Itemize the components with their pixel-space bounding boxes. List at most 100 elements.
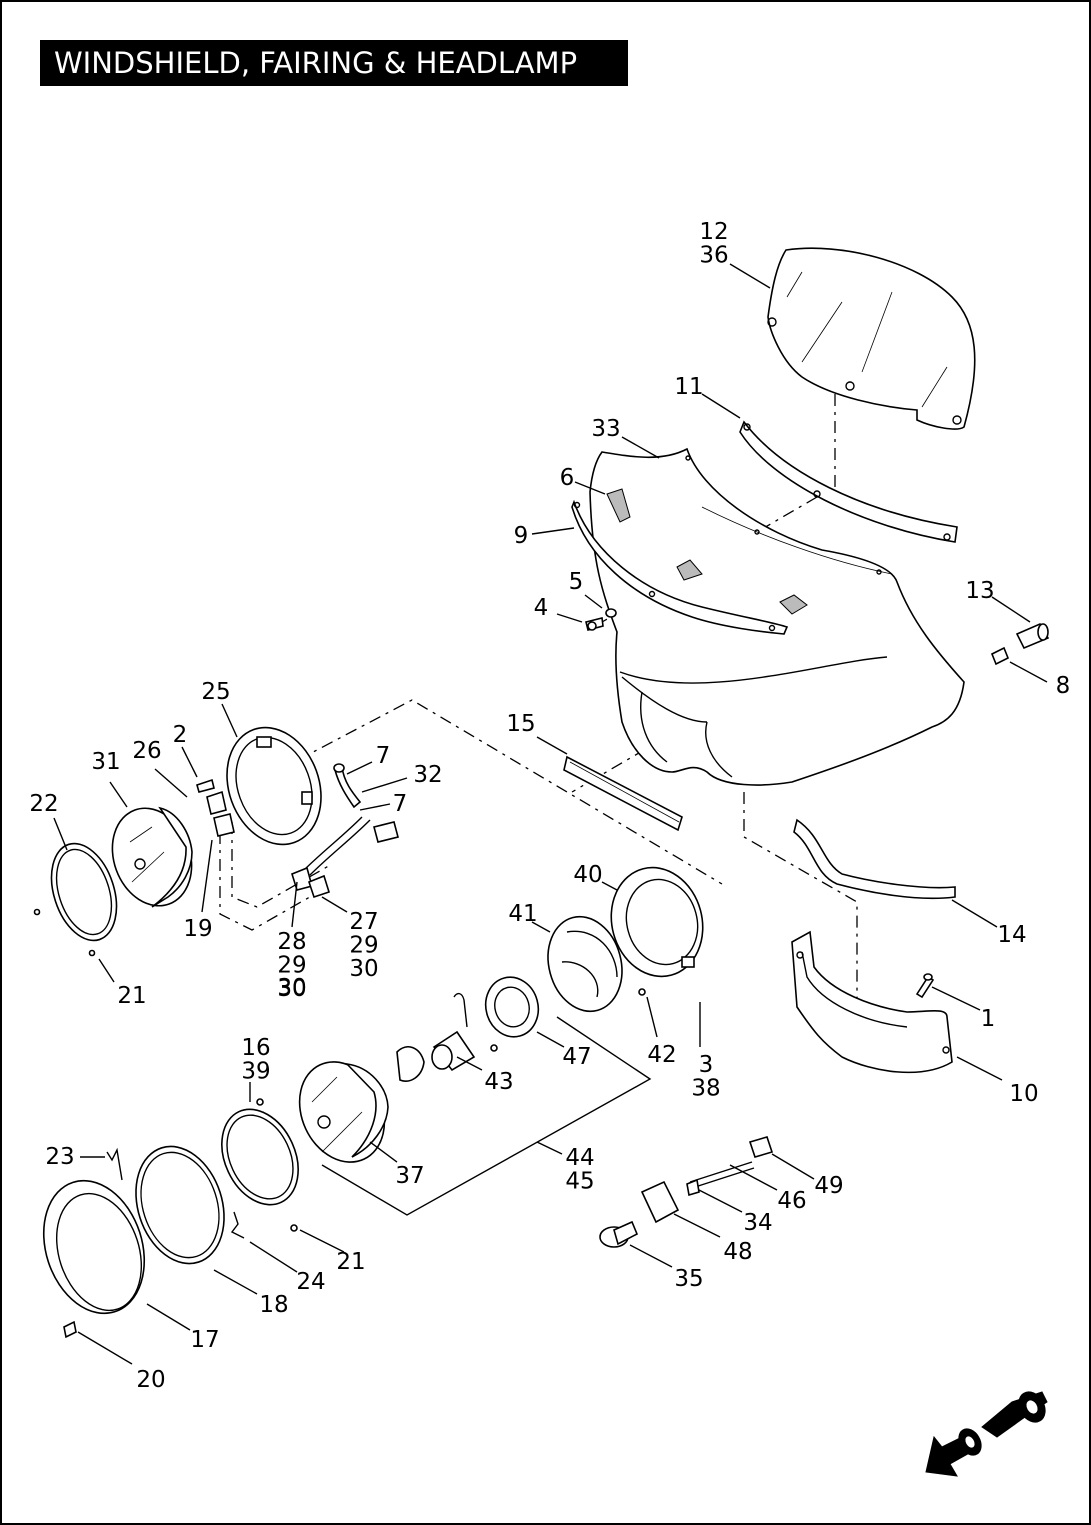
- callout-number: 10: [1009, 1081, 1038, 1107]
- callout-number: 25: [201, 679, 230, 705]
- callout-number: 14: [997, 922, 1026, 948]
- callout-number: 36: [699, 243, 728, 269]
- callout-number: 2: [173, 722, 188, 748]
- sealed-beam-lamp-37: [298, 1061, 389, 1163]
- callout-number: 3: [699, 1052, 714, 1078]
- callout-c7a: 7: [376, 743, 391, 769]
- callout-c22: 22: [29, 791, 58, 817]
- callout-number: 18: [259, 1292, 288, 1318]
- callout-c31: 31: [91, 749, 120, 775]
- callout-c23: 23: [45, 1144, 74, 1170]
- callout-c26: 26: [132, 738, 161, 764]
- callout-number: 9: [514, 523, 529, 549]
- callout-number: 8: [1056, 673, 1071, 699]
- callout-c15: 15: [506, 711, 535, 737]
- callout-number: 12: [699, 219, 728, 245]
- callout-c24: 24: [296, 1269, 325, 1295]
- callout-c43: 43: [484, 1069, 513, 1095]
- callout-c18: 18: [259, 1292, 288, 1318]
- callout-c33: 33: [591, 416, 620, 442]
- lower-cover: [791, 930, 953, 1074]
- callout-number: 33: [591, 416, 620, 442]
- callout-c2: 2: [173, 722, 188, 748]
- callout-number: 17: [190, 1327, 219, 1353]
- callout-number: 19: [183, 916, 212, 942]
- callout-number: 31: [91, 749, 120, 775]
- callout-c46: 46: [777, 1188, 806, 1214]
- mounting-ring-16: [221, 1098, 299, 1232]
- callout-number: 20: [136, 1367, 165, 1393]
- headlamp-bulb-connector: [196, 778, 235, 837]
- headlamp-retaining-ring-22: [33, 842, 118, 957]
- callout-c40: 40: [573, 862, 602, 888]
- callout-number: 28: [277, 929, 306, 955]
- callout-number: 13: [965, 578, 994, 604]
- callout-c42: 42: [647, 1042, 676, 1068]
- support-bracket: [793, 818, 956, 900]
- callout-number: 40: [573, 862, 602, 888]
- callout-c14: 14: [997, 922, 1026, 948]
- callout-c1: 1: [981, 1006, 996, 1032]
- callout-c20: 20: [136, 1367, 165, 1393]
- callout-number: 21: [336, 1249, 365, 1275]
- callout-number: 5: [569, 569, 584, 595]
- callout-c5: 5: [569, 569, 584, 595]
- page-title: WINDSHIELD, FAIRING & HEADLAMP: [40, 40, 628, 86]
- callout-number: 46: [777, 1188, 806, 1214]
- wiring-harness: [291, 763, 399, 899]
- callout-c11: 11: [674, 374, 703, 400]
- headlamp-mounting-ring: [226, 726, 322, 846]
- trim-ring-18: [135, 1145, 225, 1265]
- callout-number: 41: [508, 901, 537, 927]
- callout-number: 15: [506, 711, 535, 737]
- callout-c7b: 7: [393, 791, 408, 817]
- callout-number: 30: [277, 976, 306, 1002]
- callout-c41: 41: [508, 901, 537, 927]
- callout-number: 26: [132, 738, 161, 764]
- callout-number: 35: [674, 1266, 703, 1292]
- callout-number: 44: [565, 1145, 594, 1171]
- callout-number: 32: [413, 762, 442, 788]
- callout-number: 37: [395, 1163, 424, 1189]
- callout-c9: 9: [514, 523, 529, 549]
- callout-c6: 6: [560, 465, 575, 491]
- headlamp-assembly-31: [111, 806, 193, 908]
- callout-number: 48: [723, 1239, 752, 1265]
- callout-c37: 37: [395, 1163, 424, 1189]
- callout-c30: 30: [277, 975, 306, 1001]
- callout-c48: 48: [723, 1239, 752, 1265]
- springs: [106, 1147, 245, 1239]
- callout-number: 29: [349, 933, 378, 959]
- callout-number: 27: [349, 909, 378, 935]
- headlamp-bulb-43: [396, 992, 476, 1082]
- bulb-socket-47: [484, 976, 540, 1052]
- callout-number: 29: [277, 953, 306, 979]
- lower-deflector-strip: [563, 755, 683, 832]
- callout-number: 11: [674, 374, 703, 400]
- callout-number: 22: [29, 791, 58, 817]
- callout-number: 16: [241, 1035, 270, 1061]
- leader-lines: [53, 263, 1048, 1365]
- callout-number: 38: [691, 1076, 720, 1102]
- callout-c8: 8: [1056, 673, 1071, 699]
- marker-lamp-assembly: [599, 1136, 774, 1248]
- callout-number: 1: [981, 1006, 996, 1032]
- callout-number: 34: [743, 1210, 772, 1236]
- fairing-trim-strip: [571, 499, 789, 635]
- callout-c47: 47: [562, 1044, 591, 1070]
- mirror-mount-knob: [990, 622, 1050, 666]
- callout-c17: 17: [190, 1327, 219, 1353]
- callout-c32: 32: [413, 762, 442, 788]
- headlamp-housing-40: [610, 866, 704, 996]
- callout-c35: 35: [674, 1266, 703, 1292]
- windshield-trim-strip: [739, 420, 958, 543]
- callout-number: 6: [560, 465, 575, 491]
